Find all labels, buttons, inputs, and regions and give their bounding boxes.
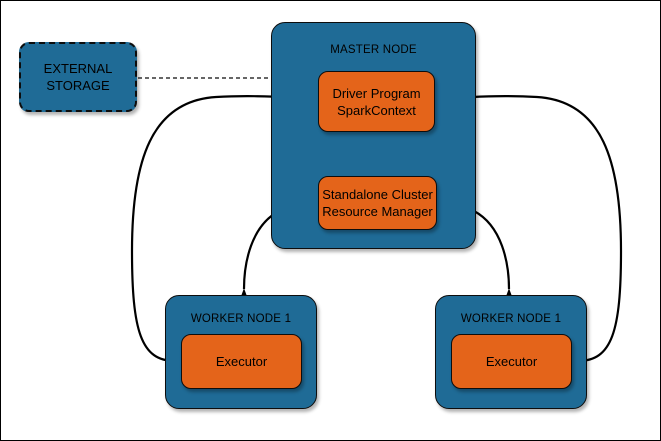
driver-program-box[interactable]: Driver Program SparkContext [318, 71, 435, 132]
external-storage-label: EXTERNAL STORAGE [43, 61, 113, 93]
worker-node-left-title: WORKER NODE 1 [190, 313, 292, 325]
cluster-resource-manager-label: Standalone Cluster Resource Manager [322, 187, 433, 219]
external-storage-node[interactable]: EXTERNAL STORAGE [19, 42, 137, 112]
master-node-title: MASTER NODE [330, 44, 417, 56]
executor-left-label: Executor [215, 354, 268, 369]
worker-node-right-title: WORKER NODE 1 [460, 313, 562, 325]
executor-right-box[interactable]: Executor [451, 334, 572, 389]
driver-program-label: Driver Program SparkContext [332, 85, 421, 118]
executor-right-label: Executor [485, 354, 538, 369]
master-node[interactable]: MASTER NODE [271, 22, 476, 249]
cluster-resource-manager-box[interactable]: Standalone Cluster Resource Manager [318, 176, 437, 230]
executor-left-box[interactable]: Executor [181, 334, 302, 389]
